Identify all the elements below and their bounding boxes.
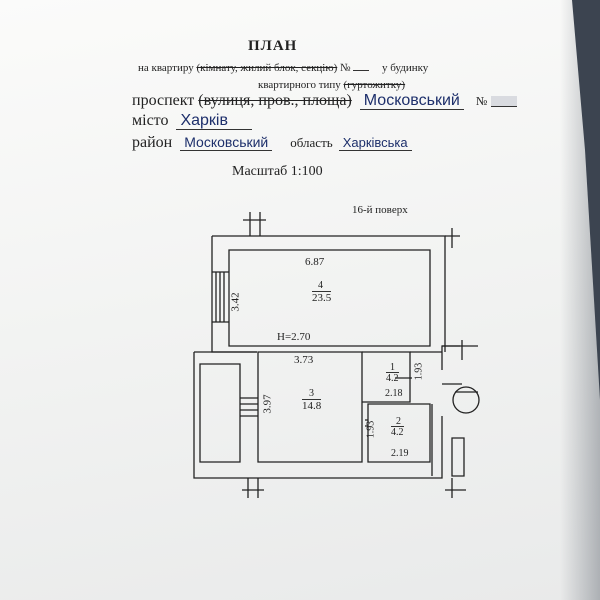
room4-depth: 3.42 [229, 292, 242, 312]
room2-walls [367, 403, 431, 463]
room3-area: 14.8 [302, 399, 322, 412]
room1-area: 4.2 [386, 372, 399, 384]
room1-depth: 1.93 [413, 362, 425, 381]
room2-area: 4.2 [391, 426, 404, 438]
apartment-number-blank [353, 70, 370, 71]
right-shaft [451, 437, 465, 477]
street-struck: (вулиця, пров., площа) [198, 92, 352, 109]
wall-stub-bottom-right [445, 478, 466, 498]
ventilation-duct [452, 386, 480, 414]
room1-width: 2.18 [385, 388, 403, 399]
upper-wing-inner [228, 249, 431, 347]
city-row: місто Харків [132, 112, 252, 130]
room3-id: 3 [309, 388, 314, 399]
balcony [199, 363, 241, 463]
scale-label: Масштаб 1:100 [232, 164, 323, 179]
city-value: Харків [176, 112, 252, 130]
room1-id: 1 [390, 362, 395, 373]
header-line1-no: № [340, 62, 351, 74]
room4-area: 23.5 [312, 291, 332, 304]
room2-depth: 1.93 [365, 420, 377, 439]
wall-stub-right-mid [442, 340, 478, 393]
street-label: проспект [132, 92, 195, 109]
room2-width: 2.19 [391, 448, 409, 459]
number-label: № [475, 94, 488, 108]
room2-id: 2 [396, 416, 401, 427]
street-value: Московський [359, 92, 464, 110]
door-mark-room2 [365, 419, 368, 427]
room1-walls [362, 351, 411, 403]
header-line1-suffix: у будинку [382, 62, 429, 74]
region-value: Харківська [338, 135, 412, 151]
street-row: проспект (вулиця, пров., площа) Московсь… [132, 92, 518, 110]
room3-depth: 3.97 [261, 394, 274, 414]
header-line-1: на квартиру (кімнату, жилий блок, секцію… [138, 62, 428, 74]
room3-walls [257, 351, 363, 463]
district-row: район Московський область Харківська [132, 134, 412, 152]
room4-id: 4 [318, 280, 323, 291]
header-line2-struck: (гуртожитку) [343, 79, 406, 91]
wall-stub-top-right [445, 228, 460, 248]
header-line2-prefix: квартирного типу [258, 79, 341, 91]
window-room4 [212, 271, 229, 323]
corridor-wall [410, 351, 442, 476]
room3-width: 3.73 [294, 354, 314, 366]
window-room3 [240, 397, 258, 417]
floor-label: 16-й поверх [352, 204, 408, 216]
header-line-2: квартирного типу (гуртожитку) [258, 79, 405, 91]
document-title: ПЛАН [248, 38, 298, 54]
wall-stub-bottom-left [242, 478, 264, 498]
ceiling-height: H=2.70 [277, 331, 311, 343]
city-label: місто [132, 112, 169, 129]
wall-stub-top-left [243, 212, 266, 236]
house-number-redacted [491, 95, 518, 107]
district-value: Московський [180, 134, 273, 151]
region-label: область [290, 135, 333, 150]
room4-width: 6.87 [305, 256, 325, 268]
header-line1-struck: (кімнату, жилий блок, секцію) [196, 62, 338, 74]
header-line1-prefix: на квартиру [138, 62, 194, 74]
district-label: район [132, 134, 173, 151]
